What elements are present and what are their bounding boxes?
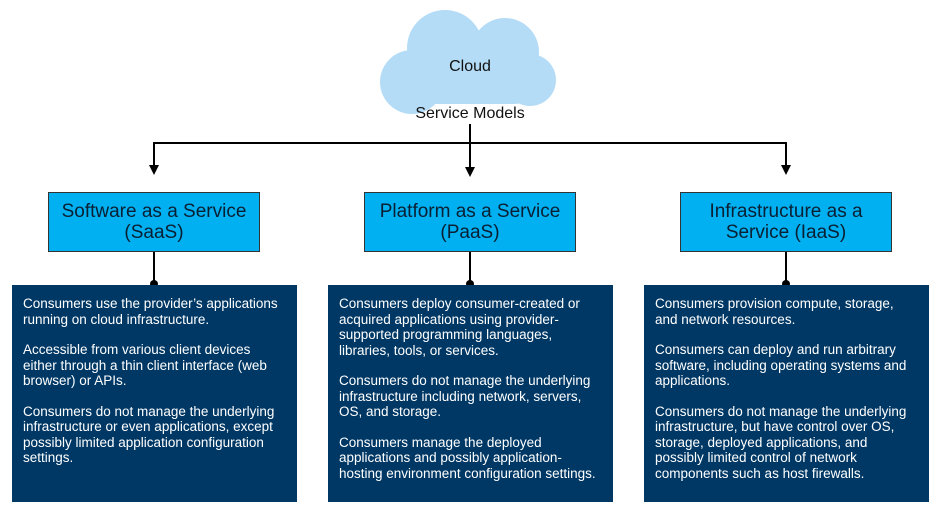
iaas-desc-3: Consumers do not manage the underlying i… bbox=[655, 403, 907, 481]
paas-desc-1: Consumers deploy consumer-created or acq… bbox=[339, 296, 580, 358]
saas-desc-2: Accessible from various client devices e… bbox=[23, 342, 267, 388]
saas-desc-1: Consumers use the provider’s application… bbox=[23, 296, 278, 327]
saas-box: Software as a Service (SaaS) bbox=[48, 192, 260, 252]
iaas-box: Infrastructure as a Service (IaaS) bbox=[680, 192, 892, 252]
iaas-desc-1: Consumers provision compute, storage, an… bbox=[655, 296, 894, 327]
iaas-description: Consumers provision compute, storage, an… bbox=[644, 285, 929, 502]
iaas-title: Infrastructure as a Service (IaaS) bbox=[709, 201, 863, 243]
paas-desc-2: Consumers do not manage the underlying i… bbox=[339, 373, 591, 419]
cloud-shape bbox=[380, 10, 556, 114]
paas-description: Consumers deploy consumer-created or acq… bbox=[328, 285, 613, 502]
paas-title: Platform as a Service (PaaS) bbox=[379, 201, 561, 243]
saas-description: Consumers use the provider’s application… bbox=[12, 285, 297, 502]
paas-desc-3: Consumers manage the deployed applicatio… bbox=[339, 434, 596, 481]
paas-box: Platform as a Service (PaaS) bbox=[364, 192, 576, 252]
service-models-label: Service Models bbox=[415, 105, 525, 122]
iaas-desc-2: Consumers can deploy and run arbitrary s… bbox=[655, 342, 907, 388]
cloud-label: Cloud bbox=[449, 58, 491, 75]
saas-desc-3: Consumers do not manage the underlying i… bbox=[23, 403, 275, 466]
saas-title: Software as a Service (SaaS) bbox=[61, 201, 247, 243]
